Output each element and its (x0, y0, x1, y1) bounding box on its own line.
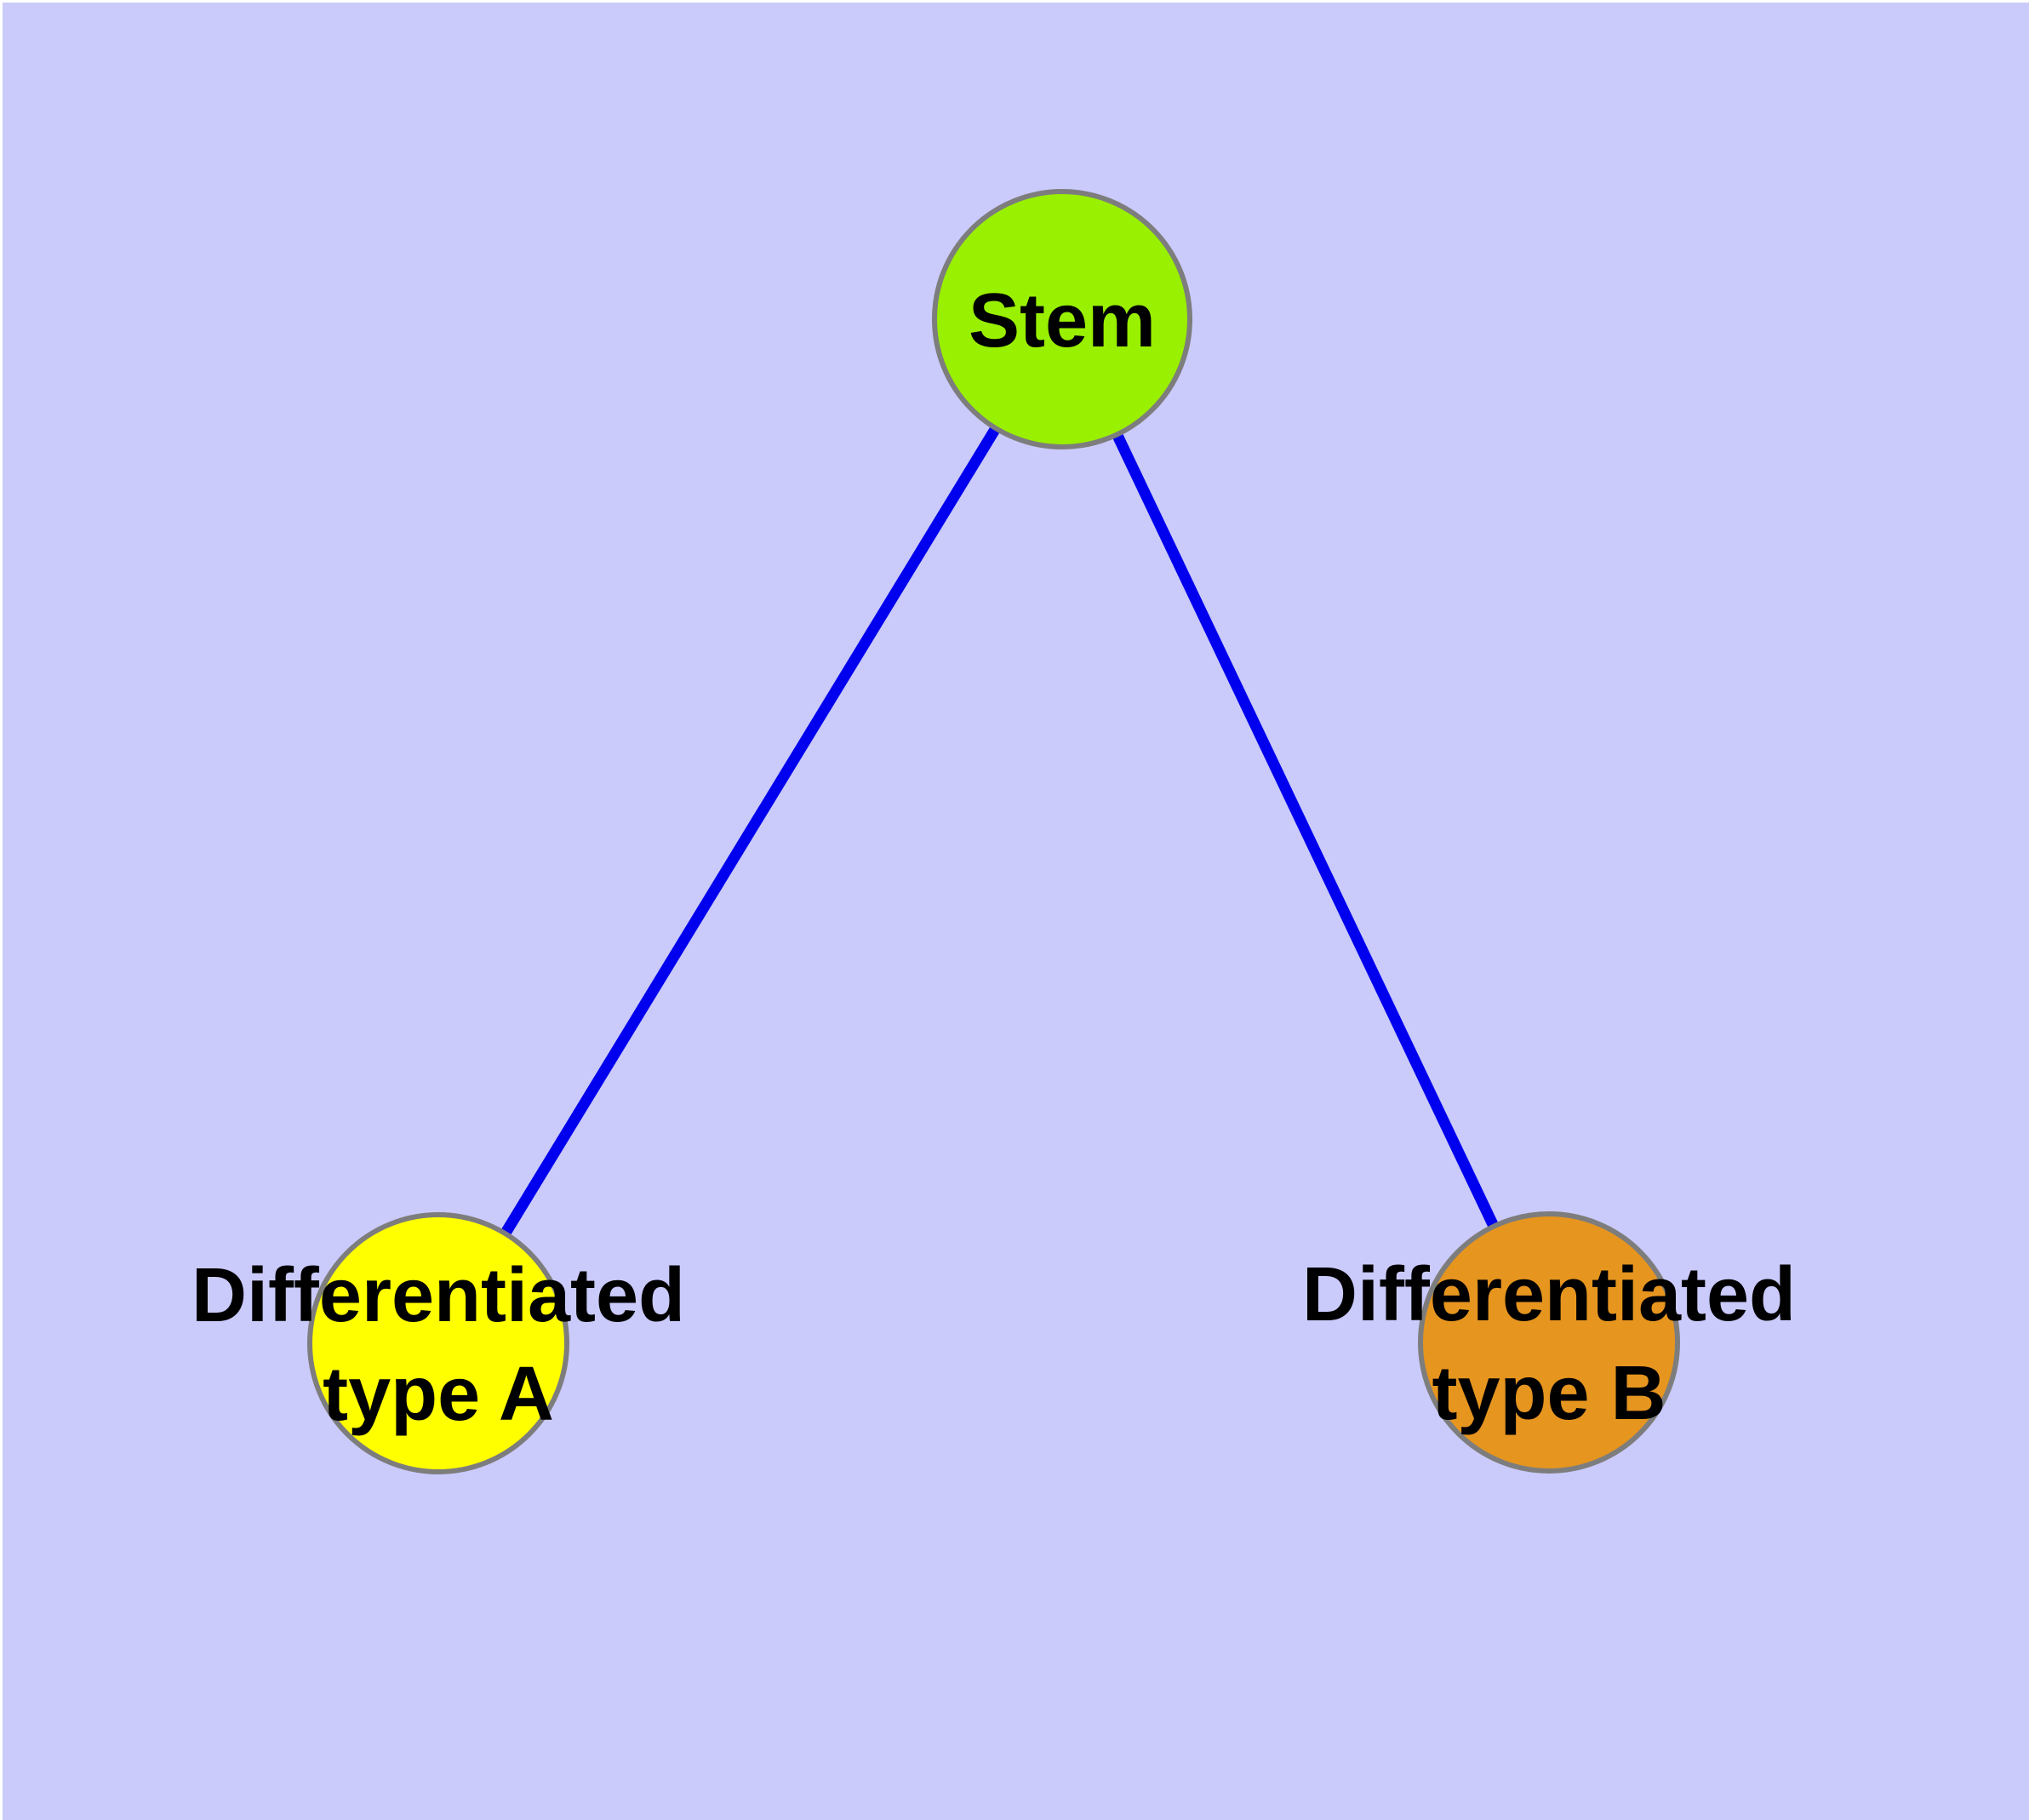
node-differentiated-type-a-label-line1: Differentiated (191, 1253, 685, 1338)
edge-stem-to-type-b (1057, 317, 1554, 1345)
node-differentiated-type-b: Differentiated type B (1302, 1211, 1796, 1474)
node-stem-label: Stem (969, 278, 1156, 363)
node-differentiated-type-a-label-line2: type A (323, 1352, 554, 1437)
node-differentiated-type-a: Differentiated type A (191, 1212, 685, 1474)
node-differentiated-type-b-label-line2: type B (1432, 1351, 1666, 1436)
node-differentiated-type-b-circle (1418, 1211, 1680, 1474)
node-differentiated-type-b-label-line1: Differentiated (1302, 1252, 1796, 1337)
edge-stem-to-type-a (433, 316, 1067, 1347)
node-differentiated-type-a-circle (307, 1212, 569, 1474)
node-stem-circle (932, 189, 1192, 449)
node-stem: Stem (932, 189, 1192, 449)
